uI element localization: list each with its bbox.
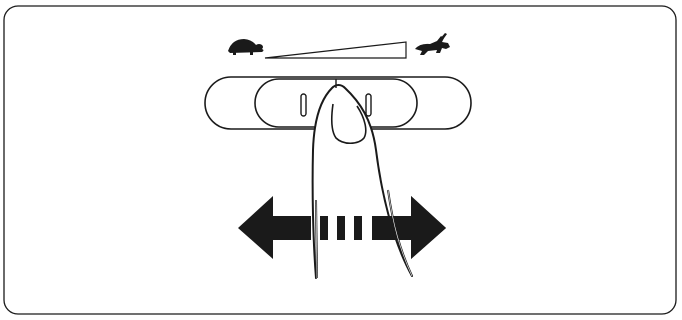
fingernail xyxy=(330,103,367,145)
tortoise-icon xyxy=(228,39,264,55)
hare-icon xyxy=(415,33,450,55)
knob-grip-left xyxy=(300,93,307,117)
finger-icon xyxy=(311,79,446,279)
speed-ramp xyxy=(264,41,407,59)
knob-grip-right xyxy=(365,93,372,117)
